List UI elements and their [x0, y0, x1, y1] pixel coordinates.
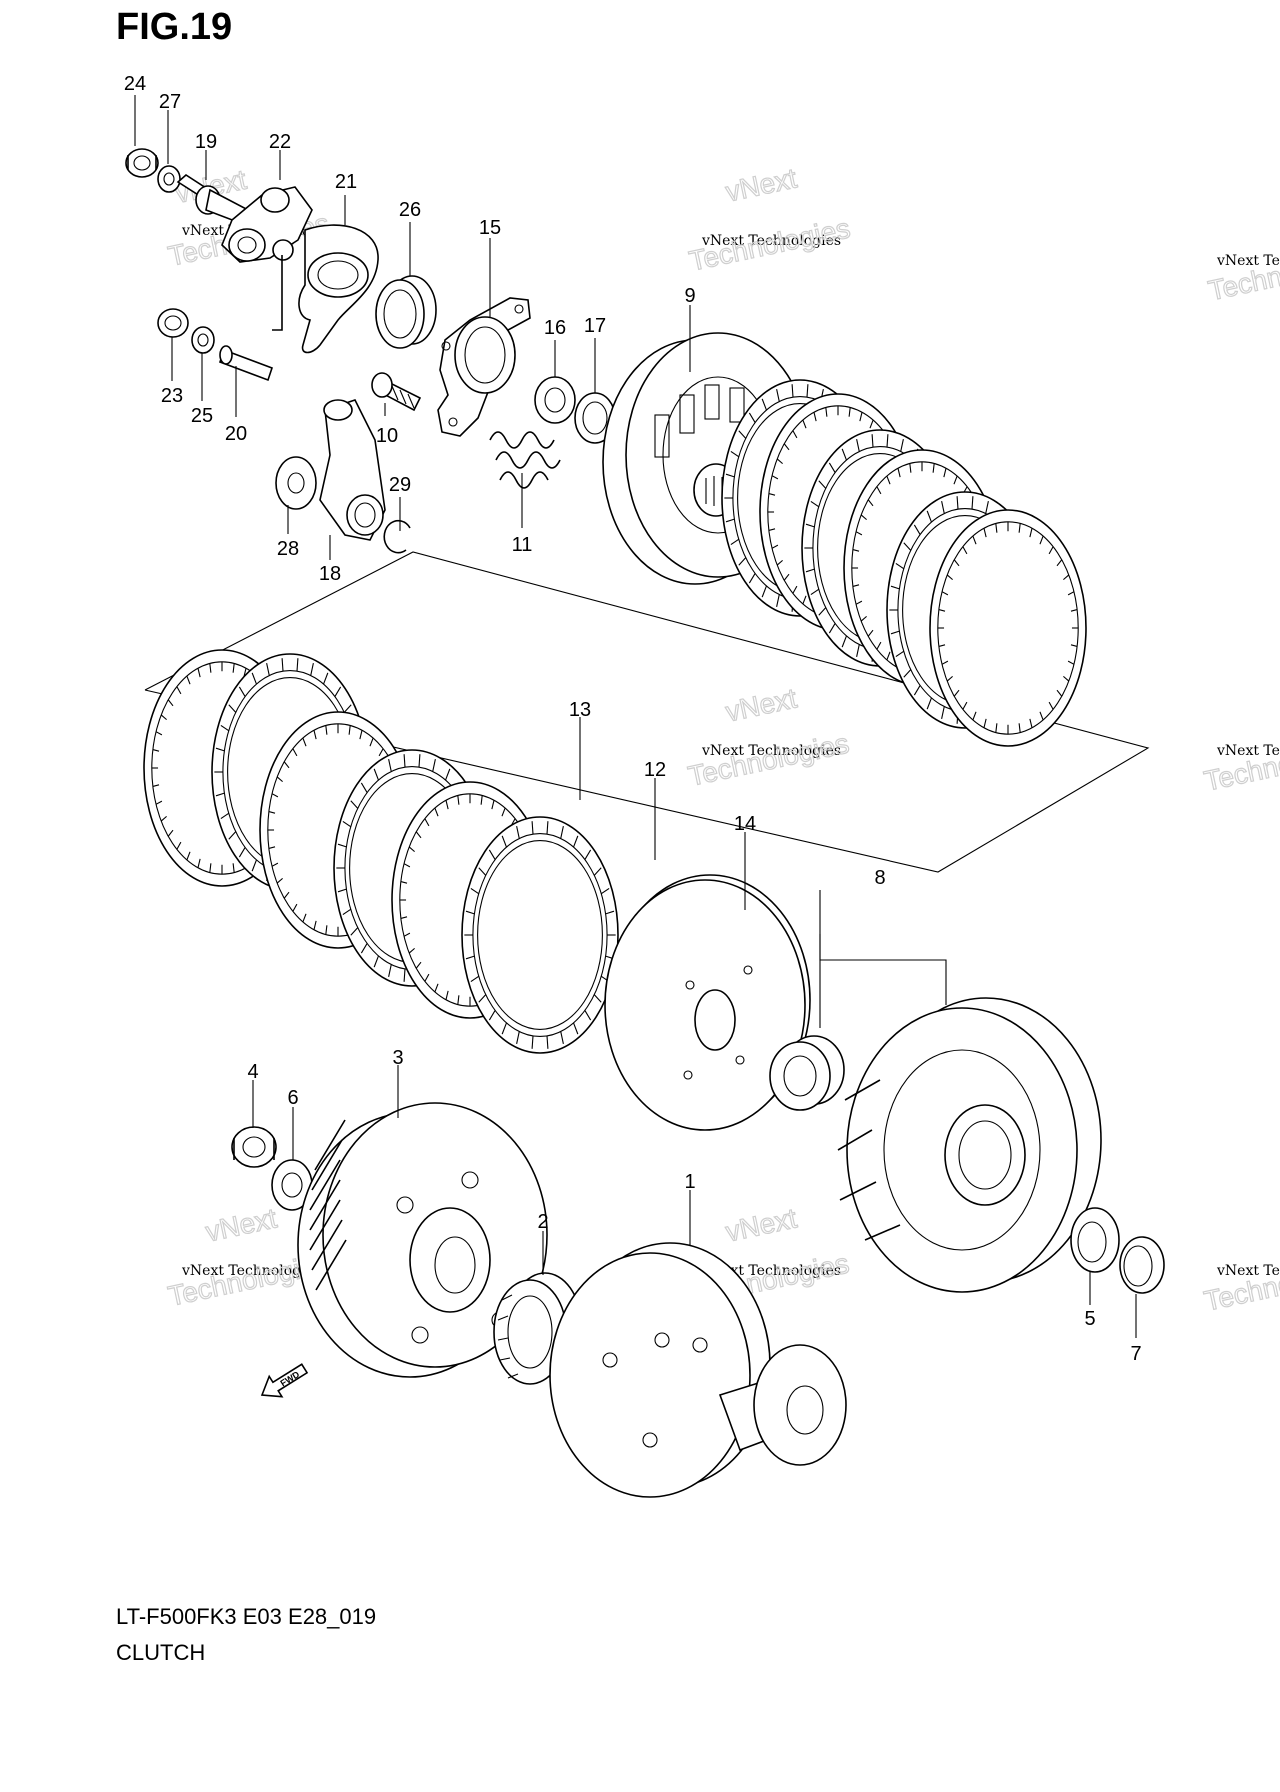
- callout-1: 1: [684, 1171, 695, 1193]
- callout-20: 20: [225, 423, 247, 445]
- part-14-damper-plate: [604, 874, 811, 1131]
- svg-text:vNext Technologies: vNext Technologies: [701, 233, 841, 249]
- part-7-ring: [1119, 1236, 1165, 1294]
- part-8-spacer: [769, 1035, 845, 1111]
- callout-17: 17: [584, 315, 606, 337]
- part-5-washer: [1070, 1207, 1120, 1273]
- part-27-washer: [157, 165, 181, 193]
- watermark: vNext Technolo Techno: [1205, 253, 1280, 307]
- clutch-plate-friction: [461, 816, 619, 1054]
- svg-text:vNext Technologies: vNext Technologies: [181, 1263, 321, 1279]
- plate-stack-bracket: [144, 551, 1150, 873]
- svg-text:vNext Technolo: vNext Technolo: [1216, 1263, 1280, 1279]
- callout-3: 3: [392, 1047, 403, 1069]
- callout-6: 6: [287, 1087, 298, 1109]
- part-16-nut: [534, 376, 576, 424]
- part-3-clutch-hub: [297, 1102, 548, 1378]
- part-22-cam: [221, 186, 313, 263]
- part-18-lever: [319, 399, 386, 541]
- callout-10: 10: [376, 425, 398, 447]
- part-20-bolt: [218, 345, 274, 382]
- part-4-nut: [231, 1126, 277, 1168]
- watermark: vNext Technolo Techno: [1201, 1263, 1280, 1317]
- callout-29: 29: [389, 474, 411, 496]
- clutch-plate-steel: [929, 509, 1087, 747]
- callout-9: 9: [684, 285, 695, 307]
- callout-22: 22: [269, 131, 291, 153]
- figure-title: FIG.19: [116, 6, 233, 48]
- callout-18: 18: [319, 563, 341, 585]
- svg-text:vNext: vNext: [203, 1202, 280, 1247]
- watermark: vNext Technolo Techno: [1201, 743, 1280, 797]
- callouts: 24 27 19 22 21 26 15 16 17 9 23 25 20 10…: [124, 73, 1142, 1365]
- part-15-lifter-plate: [437, 297, 531, 437]
- callout-24: 24: [124, 73, 146, 95]
- svg-text:Technologies: Technologies: [685, 728, 851, 792]
- svg-text:Technologies: Technologies: [686, 212, 852, 276]
- svg-text:vNext: vNext: [723, 1202, 800, 1247]
- callout-5: 5: [1084, 1308, 1095, 1330]
- watermark: vNext vNext Technologies Technologies: [685, 682, 853, 793]
- svg-text:vNext Technolo: vNext Technolo: [1216, 253, 1280, 269]
- lower-plate-set: [143, 649, 619, 1054]
- figure-name: CLUTCH: [116, 1640, 206, 1665]
- callout-21: 21: [335, 171, 357, 193]
- callout-23: 23: [161, 385, 183, 407]
- watermark: vNext vNext Technologies Technologies: [686, 162, 854, 278]
- svg-text:vNext: vNext: [723, 162, 800, 207]
- callout-25: 25: [191, 405, 213, 427]
- part-26-bearing: [375, 275, 437, 349]
- svg-text:vNext: vNext: [723, 682, 800, 727]
- callout-2: 2: [537, 1211, 548, 1233]
- svg-text:vNext Technologies: vNext Technologies: [701, 743, 841, 759]
- part-23-nut: [157, 308, 189, 338]
- callout-27: 27: [159, 91, 181, 113]
- model-code: LT-F500FK3 E03 E28_019: [116, 1604, 377, 1629]
- leader-lines: [134, 95, 1137, 1338]
- callout-4: 4: [247, 1061, 258, 1083]
- part-1-primary-gear: [549, 1242, 847, 1498]
- part-25-washer: [191, 326, 215, 354]
- part-10-bolt: [371, 372, 422, 412]
- svg-text:vNext Technolo: vNext Technolo: [1216, 743, 1280, 759]
- callout-15: 15: [479, 217, 501, 239]
- part-8-clutch-housing: [837, 997, 1102, 1293]
- callout-8: 8: [874, 867, 885, 889]
- callout-13: 13: [569, 699, 591, 721]
- callout-12: 12: [644, 759, 666, 781]
- part-24-nut: [125, 148, 159, 178]
- part-11-springs: [489, 431, 561, 489]
- part-29-circlip: [383, 519, 411, 554]
- callout-7: 7: [1130, 1343, 1141, 1365]
- part-28-washer: [275, 456, 317, 510]
- callout-11: 11: [512, 534, 533, 556]
- callout-19: 19: [195, 131, 217, 153]
- callout-14: 14: [734, 813, 756, 835]
- forward-direction-marker: FWD: [260, 1363, 309, 1398]
- callout-28: 28: [277, 538, 299, 560]
- part-21-release-arm: [272, 224, 379, 354]
- callout-26: 26: [399, 199, 421, 221]
- upper-plate-set: [721, 379, 1087, 747]
- callout-16: 16: [544, 317, 566, 339]
